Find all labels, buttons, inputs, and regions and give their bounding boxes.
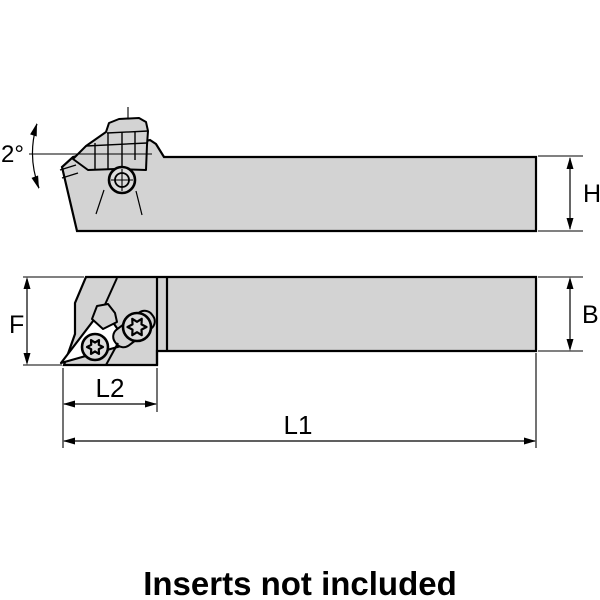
clamp-tip [91,303,118,330]
angle-arrow-bottom [31,175,39,189]
dimension-l1: L1 [63,353,537,448]
clamp-screw-icon [121,311,153,343]
h-arrow-top [566,157,574,169]
side-view [59,107,538,233]
dim-b-label: B [582,301,599,329]
h-arrow-bottom [566,218,574,230]
insert-edge-line [59,164,77,171]
clamp-ledge-line [85,142,148,147]
clamp-step-line [106,130,149,134]
plan-view [59,275,538,367]
clamp-screw-torx [126,317,148,337]
dimension-b: B [538,276,599,352]
centerline-left [95,189,105,215]
side-view-body [60,138,538,233]
dimension-f: F [9,276,84,366]
insert-screw-torx [85,339,105,355]
angle-annotation: 2° [1,123,152,189]
insert-edge-line2 [61,172,79,179]
l1-arrow-left [63,437,75,445]
b-arrow-bottom [566,339,574,351]
dim-l2-label: L2 [96,373,125,403]
dim-l1-label: L1 [284,410,313,440]
dimension-h: H [538,155,600,232]
l2-arrow-right [145,400,157,408]
angle-label: 2° [1,141,24,168]
dimension-l2: L2 [62,368,158,448]
f-arrow-bottom [23,353,31,365]
l2-arrow-left [63,400,75,408]
dim-h-label: H [583,180,600,208]
clamp-front-line [105,342,119,366]
f-arrow-top [23,277,31,289]
angle-arrow-top [30,123,37,137]
b-arrow-top [566,277,574,289]
l1-arrow-right [524,437,536,445]
insert-screw-icon [80,332,110,362]
dim-f-label: F [9,311,24,339]
footer-note: Inserts not included [143,565,457,600]
centerline-right [135,190,143,216]
